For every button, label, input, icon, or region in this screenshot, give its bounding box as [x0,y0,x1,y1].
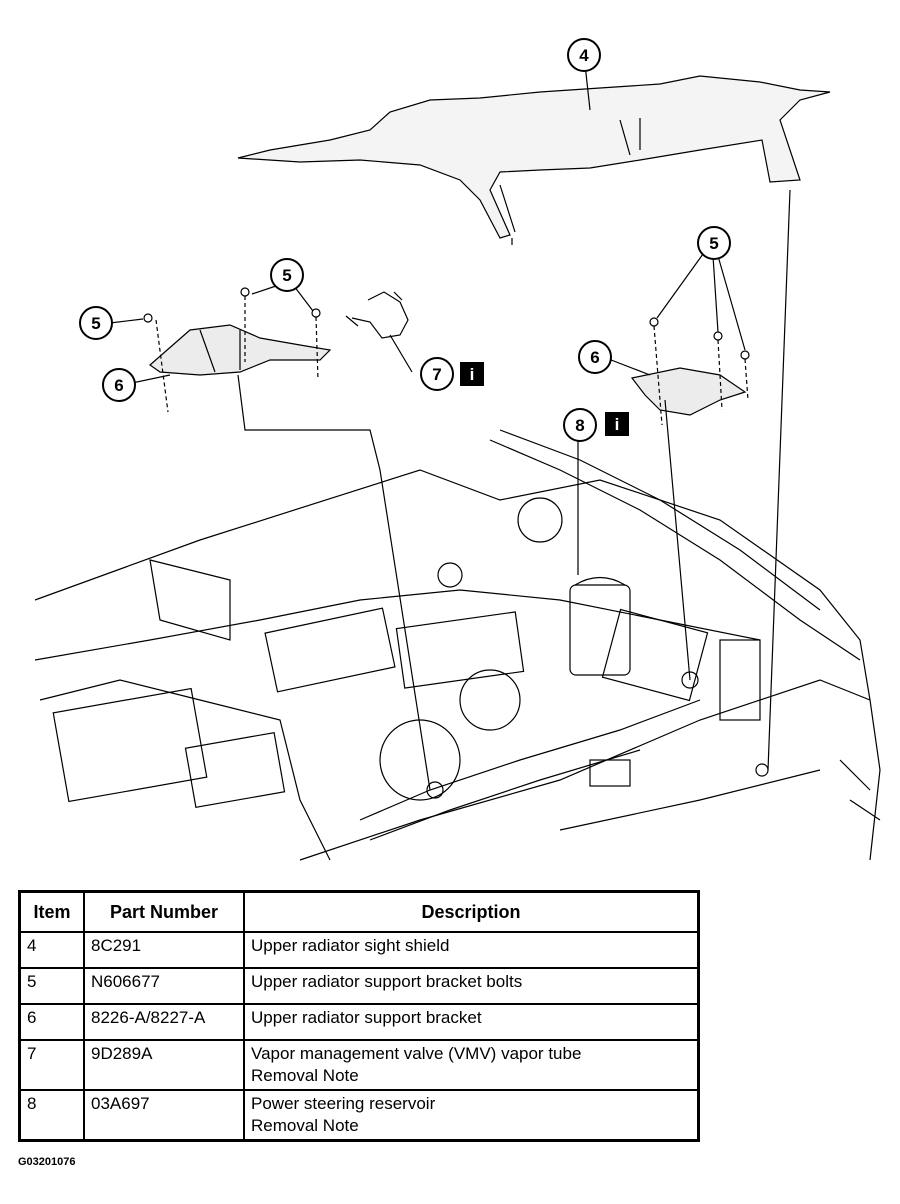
description-line: Upper radiator support bracket [251,1008,482,1027]
removal-note-link[interactable]: Removal Note [251,1116,359,1135]
cell-description: Upper radiator support bracket bolts [243,967,700,1005]
cell-description: Upper radiator support bracket [243,1003,700,1041]
cell-description: Vapor management valve (VMV) vapor tube … [243,1039,700,1091]
svg-text:4: 4 [579,46,589,65]
header-item: Item [18,890,85,933]
callout-8: 8 i [563,408,629,442]
table-row: 4 8C291 Upper radiator sight shield [18,931,700,969]
removal-note-link[interactable]: Removal Note [251,1066,359,1085]
engine-bay-illustration [34,429,881,861]
sight-shield-part [237,75,831,239]
cell-item: 6 [18,1003,85,1041]
cell-item: 4 [18,931,85,969]
svg-text:6: 6 [114,376,123,395]
svg-text:5: 5 [282,266,291,285]
svg-text:5: 5 [709,234,718,253]
callout-7: 7 i [420,357,484,391]
header-part-number: Part Number [83,890,245,933]
left-bracket-part [149,324,332,376]
table-row: 6 8226-A/8227-A Upper radiator support b… [18,1003,700,1041]
cell-item: 5 [18,967,85,1005]
cell-part-number: 8226-A/8227-A [83,1003,245,1041]
table-row: 7 9D289A Vapor management valve (VMV) va… [18,1039,700,1091]
callout-4: 4 [567,38,601,72]
svg-text:6: 6 [590,348,599,367]
callout-6-right: 6 [578,340,612,374]
description-line: Vapor management valve (VMV) vapor tube [251,1044,582,1063]
figure-id-label: G03201076 [18,1156,76,1168]
parts-table: Item Part Number Description 4 8C291 Upp… [18,890,700,1142]
cell-part-number: 8C291 [83,931,245,969]
description-line: Power steering reservoir [251,1094,436,1113]
description-line: Upper radiator sight shield [251,936,450,955]
cell-description: Upper radiator sight shield [243,931,700,969]
cell-description: Power steering reservoir Removal Note [243,1089,700,1142]
svg-text:5: 5 [91,314,100,333]
callout-5-mid: 5 [270,258,304,292]
info-icon-7: i [470,365,475,384]
header-description: Description [243,890,700,933]
callout-6-left: 6 [102,368,136,402]
cell-part-number: 03A697 [83,1089,245,1142]
cell-part-number: 9D289A [83,1039,245,1091]
svg-text:7: 7 [432,365,441,384]
cell-item: 7 [18,1039,85,1091]
svg-text:8: 8 [575,416,584,435]
callout-5-right: 5 [697,226,731,260]
description-line: Upper radiator support bracket bolts [251,972,523,991]
vapor-tube-part [345,291,409,339]
table-row: 5 N606677 Upper radiator support bracket… [18,967,700,1005]
table-row: 8 03A697 Power steering reservoir Remova… [18,1089,700,1142]
exploded-view-diagram: 4 5 5 5 6 6 7 i 8 i [34,38,881,861]
callout-5-left: 5 [79,306,113,340]
table-header-row: Item Part Number Description [18,890,700,933]
cell-item: 8 [18,1089,85,1142]
info-icon-8: i [615,415,620,434]
cell-part-number: N606677 [83,967,245,1005]
